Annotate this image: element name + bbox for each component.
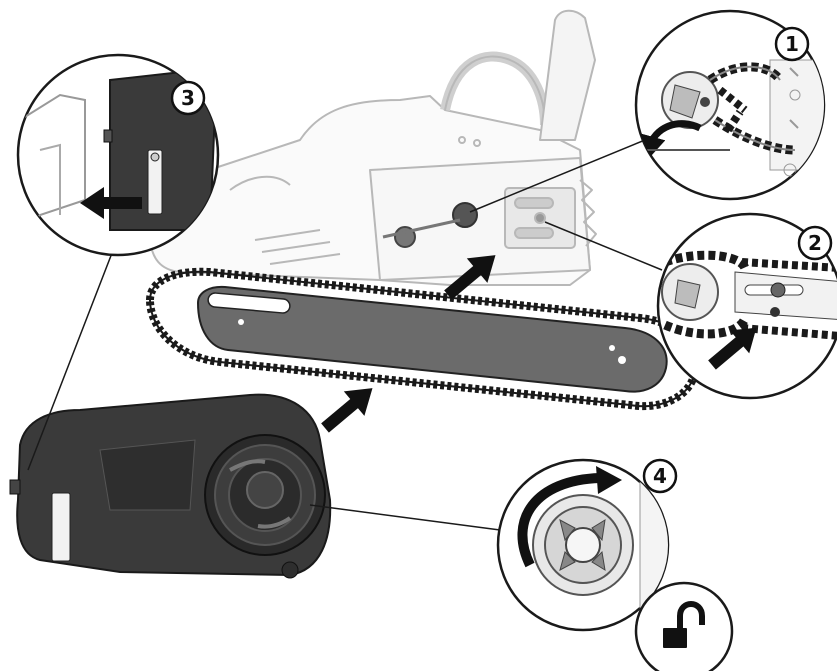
step-badge-4: 4 [642, 458, 678, 494]
arrow-detail-2 [708, 327, 757, 370]
chainsaw-body [148, 9, 597, 286]
step-label-3: 3 [181, 86, 195, 110]
step-badge-2: 2 [797, 225, 833, 261]
step-label-4: 4 [653, 464, 667, 488]
connector-lines [27, 139, 663, 531]
step-badge-3: 3 [170, 80, 206, 116]
detail-circle-2 [656, 212, 837, 400]
step-label-2: 2 [808, 231, 822, 255]
arrow-detail-3 [80, 187, 142, 219]
arrow-cover-to-bar [321, 388, 373, 433]
side-cover [9, 393, 332, 579]
step-label-1: 1 [785, 32, 799, 56]
detail-circle-1 [634, 9, 826, 201]
step-badge-1: 1 [774, 26, 810, 62]
arrow-bar-to-body [444, 255, 496, 300]
unlock-padlock-icon [634, 581, 734, 671]
guide-bar-with-chain [145, 267, 700, 410]
detail-circle-3 [16, 53, 220, 257]
assembly-arrows [321, 255, 496, 433]
